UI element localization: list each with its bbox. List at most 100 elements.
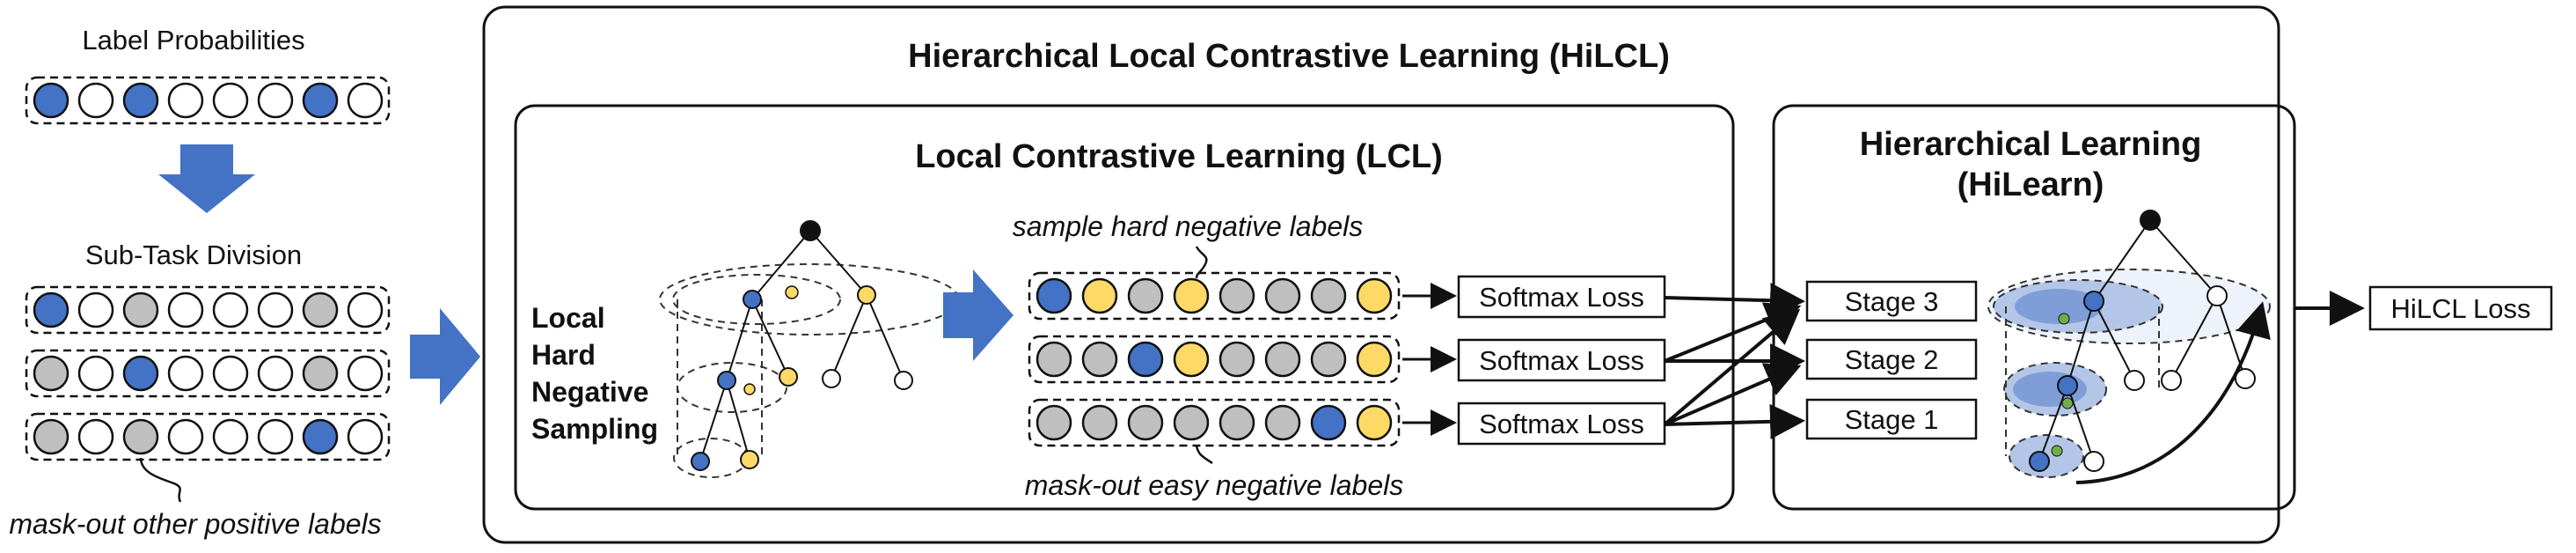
lcl-row-3-label-node-7 (1310, 404, 1347, 441)
lcl-row-2-label-node-7 (1310, 341, 1347, 378)
lcl-row-3-label-node-2 (1081, 404, 1118, 441)
lcl-row-3-label-node-1 (1036, 404, 1072, 441)
right-arrow-icon (410, 308, 480, 405)
lcl-row-2-label-node-5 (1218, 341, 1255, 378)
softmax-loss-box-3 (1457, 402, 1666, 446)
subtask-row-3-label-node-2 (77, 418, 114, 455)
subtask-row-2-label-node-3 (122, 355, 159, 392)
lcl-hierarchy-tree (659, 220, 960, 478)
down-arrow-icon (158, 144, 255, 213)
stage-2-label: Stage 2 (1845, 344, 1939, 375)
subtask-row-3-label-node-5 (212, 418, 249, 455)
lcl-row-3-label-node-4 (1173, 404, 1210, 441)
subtask-row-1-label-node-1 (33, 291, 70, 328)
prob-row-label-node-2 (77, 82, 114, 119)
softmax-loss-box-2 (1457, 338, 1666, 382)
subtask-row-3-label-node-6 (257, 418, 294, 455)
lcl-row-2-label-node-6 (1264, 341, 1301, 378)
hilcl-loss-box (2368, 285, 2553, 331)
subtask-row-frame-1 (25, 285, 391, 335)
sampling-line-4: Sampling (531, 413, 658, 445)
lcl-title: Local Contrastive Learning (LCL) (915, 138, 1443, 175)
subtask-row-2-label-node-6 (257, 355, 294, 392)
subtask-row-1-label-node-4 (167, 291, 204, 328)
lcl-row-2-label-node-3 (1127, 341, 1164, 378)
loss-to-stage-arrows (1663, 283, 1805, 439)
stage-3-box (1805, 280, 1978, 322)
lcl-row-3-label-node-3 (1127, 404, 1164, 441)
prob-row-label-node-3 (122, 82, 159, 119)
mask-out-positive-note: mask-out other positive labels (9, 508, 381, 540)
lcl-row-1-label-node-1 (1036, 277, 1072, 314)
lcl-row-1-label-node-6 (1264, 277, 1301, 314)
prob-row-label-node-1 (33, 82, 70, 119)
lcl-row-frame-3 (1028, 398, 1401, 447)
subtask-row-1-label-node-5 (212, 291, 249, 328)
prob-row-label-node-6 (257, 82, 294, 119)
sample-hard-negative-note: sample hard negative labels (1013, 210, 1363, 242)
lcl-row-frame-1 (1028, 271, 1401, 321)
label-probabilities-title: Label Probabilities (82, 25, 304, 55)
stage-1-label: Stage 1 (1845, 404, 1939, 435)
stage-3-label: Stage 3 (1845, 286, 1939, 317)
subtask-row-3-label-node-4 (167, 418, 204, 455)
sample-note-brace (1195, 246, 1208, 279)
stage-1-box (1805, 398, 1978, 440)
softmax-loss-label-2: Softmax Loss (1479, 345, 1644, 376)
subtask-row-3-label-node-3 (122, 418, 159, 455)
left-section: Label Probabilities Sub-Task Division ma… (9, 25, 480, 540)
subtask-row-1-label-node-3 (122, 291, 159, 328)
hilcl-loss-label: HiLCL Loss (2390, 293, 2530, 324)
stage-2-box (1805, 338, 1978, 380)
lcl-row-2-label-node-1 (1036, 341, 1072, 378)
mask-out-easy-negative-note: mask-out easy negative labels (1025, 469, 1403, 501)
lcl-row-2-label-node-2 (1081, 341, 1118, 378)
subtask-row-2-label-node-2 (77, 355, 114, 392)
subtask-row-1-label-node-2 (77, 291, 114, 328)
lcl-row-1-label-node-2 (1081, 277, 1118, 314)
lcl-row-frame-2 (1028, 335, 1401, 384)
lcl-right-arrow-icon (943, 269, 1014, 361)
prob-row-label-node-8 (347, 82, 384, 119)
prob-row-frame (25, 76, 391, 125)
sampling-line-2: Hard (531, 339, 596, 371)
lcl-row-1-label-node-4 (1173, 277, 1210, 314)
lcl-row-1-label-node-7 (1310, 277, 1347, 314)
sampling-line-3: Negative (531, 376, 648, 408)
softmax-loss-label-3: Softmax Loss (1479, 409, 1644, 439)
subtask-row-1-label-node-7 (302, 291, 339, 328)
subtask-row-frame-3 (25, 412, 391, 461)
lcl-row-3-label-node-5 (1218, 404, 1255, 441)
hilearn-title-line-1: Hierarchical Learning (1860, 126, 2202, 163)
mask-easy-brace (1195, 445, 1213, 465)
lcl-row-3-label-node-6 (1264, 404, 1301, 441)
mask-note-brace (139, 457, 182, 503)
subtask-row-2-label-node-5 (212, 355, 249, 392)
subtask-row-3-label-node-7 (302, 418, 339, 455)
subtask-rows (33, 291, 384, 455)
lcl-row-3-label-node-8 (1356, 404, 1393, 441)
subtask-row-2-label-node-4 (167, 355, 204, 392)
lcl-row-1-label-node-5 (1218, 277, 1255, 314)
subtask-row-1-label-node-6 (257, 291, 294, 328)
lcl-row-2-label-node-4 (1173, 341, 1210, 378)
subtask-row-frame-2 (25, 349, 391, 398)
hilearn-title-line-2: (HiLearn) (1958, 166, 2104, 203)
hilcl-title: Hierarchical Local Contrastive Learning … (908, 38, 1670, 75)
subtask-row-2-label-node-1 (33, 355, 70, 392)
softmax-loss-label-1: Softmax Loss (1479, 282, 1644, 313)
subtask-row-2-label-node-8 (347, 355, 384, 392)
subtask-row-2-label-node-7 (302, 355, 339, 392)
softmax-loss-box-1 (1457, 275, 1666, 319)
subtask-row-1-label-node-8 (347, 291, 384, 328)
prob-row-label-node-5 (212, 82, 249, 119)
lcl-frame (514, 104, 1735, 511)
lcl-rows (1036, 277, 1393, 441)
prob-row-label-node-4 (167, 82, 204, 119)
sub-task-division-title: Sub-Task Division (85, 240, 302, 270)
subtask-row-3-label-node-8 (347, 418, 384, 455)
hilearn-hierarchy-tree (1987, 210, 2271, 484)
prob-row (33, 82, 384, 119)
lcl-row-1-label-node-3 (1127, 277, 1164, 314)
